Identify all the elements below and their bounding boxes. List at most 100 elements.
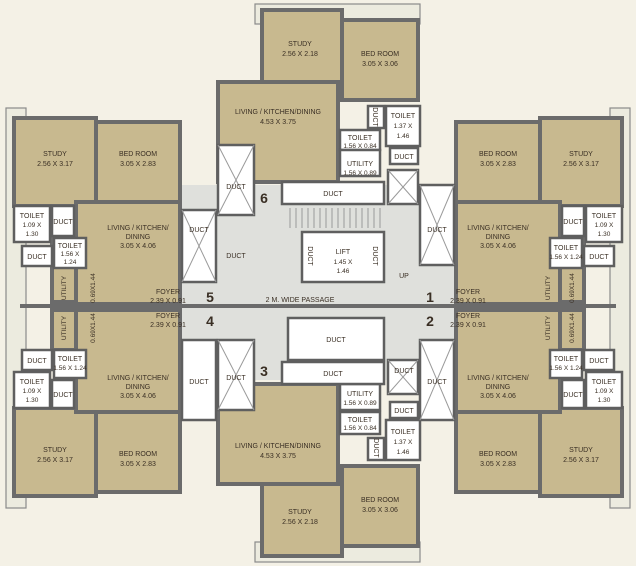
lift-duct-left-label: DUCT xyxy=(306,246,313,266)
toilet-left-lower-a-dims2: 1.30 xyxy=(26,397,39,404)
living-top-dims: 4.53 X 3.75 xyxy=(260,119,296,126)
duct-right-lower-c-label: DUCT xyxy=(427,379,447,386)
study-right-upper-label: STUDY xyxy=(569,151,593,158)
toilet-left-upper-a xyxy=(12,204,52,244)
study-left-lower-label: STUDY xyxy=(43,447,67,454)
living-left-upper-dims: 3.05 X 4.06 xyxy=(120,243,156,250)
foyer-4-dims: 2.39 X 0.91 xyxy=(150,322,186,329)
living-right-lower-label2: DINING xyxy=(486,384,511,391)
bedroom-bottom-label: BED ROOM xyxy=(361,497,399,504)
toilet-bottom-b-label: TOILET xyxy=(391,429,416,436)
utility-right-lower xyxy=(558,308,586,352)
toilet-bottom-a-dims: 1.56 X 0.84 xyxy=(343,425,377,432)
duct-left-upper-c-label: DUCT xyxy=(189,227,209,234)
utility-bottom-dims: 1.56 X 0.89 xyxy=(343,400,377,407)
study-left-lower xyxy=(12,406,98,498)
duct-right-lower-a xyxy=(560,378,586,410)
utility-left-upper-dims: 0.69X1.44 xyxy=(90,273,97,303)
toilet-left-upper-b-label: TOILET xyxy=(58,243,83,250)
duct-bottom-f xyxy=(286,316,386,362)
bedroom-left-lower-dims: 3.05 X 2.83 xyxy=(120,461,156,468)
duct-center-left-label: DUCT xyxy=(226,253,246,260)
toilet-right-upper-a-dims1: 1.09 X xyxy=(595,222,614,229)
duct-top-b-label: DUCT xyxy=(394,154,414,161)
study-bottom-label: STUDY xyxy=(288,509,312,516)
duct-top-a-label: DUCT xyxy=(371,107,378,127)
bedroom-right-upper xyxy=(454,120,542,204)
duct-bottom-d-label: DUCT xyxy=(226,375,246,382)
duct-right-upper-c-label: DUCT xyxy=(427,227,447,234)
duct-left-lower-c xyxy=(180,338,218,422)
lift-dims-1: 1.45 X xyxy=(334,259,353,266)
toilet-right-lower-a-label: TOILET xyxy=(592,379,617,386)
duct-top-a xyxy=(366,104,386,130)
utility-right-upper-dims: 0.69X1.44 xyxy=(569,273,576,303)
lift-duct-right-label: DUCT xyxy=(371,246,378,266)
utility-top-dims: 1.56 X 0.89 xyxy=(343,170,377,177)
bedroom-top-dims: 3.05 X 3.06 xyxy=(362,61,398,68)
bedroom-left-upper-dims: 3.05 X 2.83 xyxy=(120,161,156,168)
duct-right-upper-a xyxy=(560,204,586,238)
toilet-left-upper-b-dims1: 1.56 X xyxy=(61,251,80,258)
duct-bottom-e xyxy=(280,360,386,386)
flat-number-3: 3 xyxy=(260,363,268,379)
study-top-dims: 2.56 X 2.18 xyxy=(282,51,318,58)
living-left-lower-label: LIVING / KITCHEN/ xyxy=(107,375,169,382)
lift-shaft xyxy=(300,230,386,284)
toilet-left-lower-b-dims: 1.56 X 1.24 xyxy=(53,365,87,372)
lift-label: LIFT xyxy=(336,249,351,256)
study-right-lower-label: STUDY xyxy=(569,447,593,454)
duct-bottom-b xyxy=(388,400,420,420)
bedroom-top xyxy=(340,18,420,102)
living-left-lower-label2: DINING xyxy=(126,384,151,391)
foyer-1-dims: 2.39 X 0.91 xyxy=(450,298,486,305)
duct-left-upper-b-label: DUCT xyxy=(27,254,47,261)
duct-right-lower-b xyxy=(582,348,616,372)
bedroom-bottom xyxy=(340,464,420,548)
utility-left-lower-label: UTILITY xyxy=(61,315,68,340)
duct-left-lower-a-label: DUCT xyxy=(53,392,73,399)
flat-number-1: 1 xyxy=(426,289,434,305)
toilet-right-lower-a-dims2: 1.30 xyxy=(598,397,611,404)
duct-top-b xyxy=(388,146,420,166)
flat-number-5: 5 xyxy=(206,289,214,305)
flat-number-2: 2 xyxy=(426,313,434,329)
toilet-right-lower-b-label: TOILET xyxy=(554,356,579,363)
duct-left-lower-c-label: DUCT xyxy=(189,379,209,386)
toilet-bottom-a-label: TOILET xyxy=(348,417,373,424)
study-left-upper-label: STUDY xyxy=(43,151,67,158)
staircase-top xyxy=(289,208,381,228)
toilet-bottom-a xyxy=(338,410,382,436)
foyer-4-label: FOYER xyxy=(156,313,180,320)
duct-bottom-b-label: DUCT xyxy=(394,408,414,415)
toilet-left-upper-b-dims2: 1.24 xyxy=(64,259,77,266)
bedroom-right-lower xyxy=(454,410,542,494)
toilet-right-lower-a xyxy=(584,370,624,410)
utility-left-upper-label: UTILITY xyxy=(61,275,68,300)
duct-top-d-label: DUCT xyxy=(226,184,246,191)
utility-right-lower-dims: 0.69X1.44 xyxy=(569,313,576,343)
duct-top-e xyxy=(280,180,386,206)
toilet-left-lower-b-label: TOILET xyxy=(58,356,83,363)
utility-right-lower-label: UTILITY xyxy=(545,315,552,340)
living-bottom-dims: 4.53 X 3.75 xyxy=(260,453,296,460)
duct-bottom-a xyxy=(366,436,386,462)
duct-right-upper-b-label: DUCT xyxy=(589,254,609,261)
flat-number-6: 6 xyxy=(260,190,268,206)
utility-left-lower-dims: 0.69X1.44 xyxy=(90,313,97,343)
toilet-left-upper-a-dims2: 1.30 xyxy=(26,231,39,238)
toilet-right-upper-a-label: TOILET xyxy=(592,213,617,220)
bedroom-right-lower-dims: 3.05 X 2.83 xyxy=(480,461,516,468)
toilet-left-lower-a-dims1: 1.09 X xyxy=(23,388,42,395)
living-right-upper-label2: DINING xyxy=(486,234,511,241)
passage-label: 2 M. WIDE PASSAGE xyxy=(266,297,335,304)
toilet-right-upper-a-dims2: 1.30 xyxy=(598,231,611,238)
toilet-left-upper-a-label: TOILET xyxy=(20,213,45,220)
toilet-bottom-b-dims2: 1.46 xyxy=(397,449,410,456)
duct-right-lower-b-label: DUCT xyxy=(589,358,609,365)
living-bottom-label: LIVING / KITCHEN/DINING xyxy=(235,443,321,450)
study-right-upper-dims: 2.56 X 3.17 xyxy=(563,161,599,168)
toilet-top-a-dims: 1.56 X 0.84 xyxy=(343,143,377,150)
toilet-bottom-b xyxy=(384,418,422,462)
bedroom-bottom-dims: 3.05 X 3.06 xyxy=(362,507,398,514)
